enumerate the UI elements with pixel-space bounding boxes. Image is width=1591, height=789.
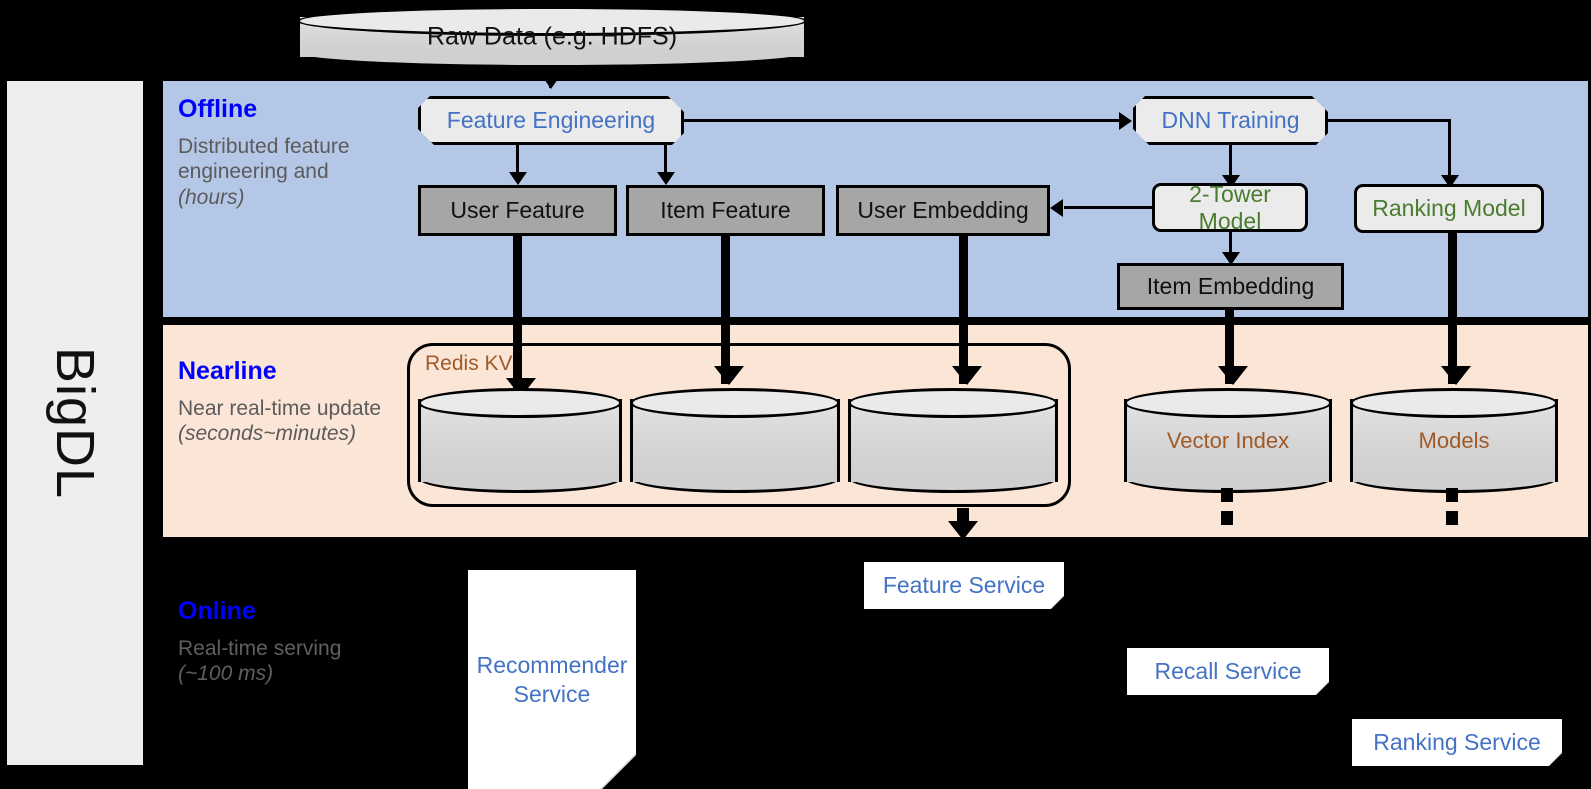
connector-dnn-ranking-h: [1328, 119, 1451, 122]
layer-title-offline: Offline: [178, 95, 258, 123]
arrowhead-fe-itemfeature: [657, 172, 675, 185]
node-recommender-service[interactable]: Recommender Service: [468, 570, 636, 789]
arrowhead-rankingmodel-models: [1441, 366, 1471, 385]
arrowhead-fe-userfeature: [509, 172, 527, 185]
node-label-ranking-service: Ranking Service: [1373, 729, 1541, 756]
node-user-embedding[interactable]: User Embedding: [836, 185, 1050, 236]
connector-dnn-twotower: [1229, 145, 1232, 183]
connector-dnn-ranking-v: [1448, 119, 1451, 183]
cylinder-top: [1350, 388, 1558, 418]
node-label-user-feature: User Feature: [450, 197, 585, 224]
layer-title-nearline: Nearline: [178, 357, 277, 385]
node-ranking-service[interactable]: Ranking Service: [1352, 719, 1562, 766]
cylinder-top: [418, 388, 622, 418]
node-ranking-model[interactable]: Ranking Model: [1354, 184, 1544, 233]
arrowhead-twotower-itemembedding: [1222, 252, 1240, 265]
vector-index-cylinder[interactable]: Vector Index: [1124, 388, 1332, 493]
bigdl-label: BigDL: [45, 346, 105, 500]
node-label-recommender-service: Recommender Service: [476, 651, 628, 707]
dash-models-ranking-2: [1446, 511, 1458, 525]
arrowhead-itemembedding-vectorindex: [1218, 366, 1248, 385]
layer-heading-nearline: Nearline Near real-time update (seconds~…: [178, 357, 393, 447]
models-cylinder[interactable]: Models: [1350, 388, 1558, 493]
connector-twotower-itemembedding: [1229, 232, 1232, 262]
models-label: Models: [1418, 427, 1490, 453]
node-item-embedding[interactable]: Item Embedding: [1117, 263, 1344, 310]
redis-kv-label: Redis KV: [425, 352, 513, 375]
dash-models-ranking-1: [1446, 488, 1458, 502]
node-two-tower-model[interactable]: 2-Tower Model: [1152, 181, 1308, 234]
store-item-feature-cylinder[interactable]: [630, 388, 840, 493]
pipe-userembedding-store: [959, 236, 968, 384]
dash-redis-featureservice-1: [957, 508, 969, 521]
arrowhead-fe-dnn: [1119, 112, 1132, 130]
store-user-embedding-cylinder[interactable]: [848, 388, 1058, 493]
node-label-feature-engineering: Feature Engineering: [446, 107, 656, 134]
raw-data-cylinder: Raw Data (e.g. HDFS): [297, 6, 807, 68]
redis-kv-container: [407, 343, 1071, 507]
node-feature-engineering[interactable]: Feature Engineering: [418, 96, 684, 145]
store-user-feature-cylinder[interactable]: [418, 388, 622, 493]
layer-title-online: Online: [178, 597, 256, 625]
node-label-item-embedding: Item Embedding: [1146, 273, 1315, 300]
layer-heading-online: Online Real-time serving (~100 ms): [178, 597, 393, 687]
cylinder-top: [1124, 388, 1332, 418]
node-label-user-embedding: User Embedding: [857, 197, 1029, 224]
node-label-ranking-model: Ranking Model: [1372, 195, 1526, 222]
layer-desc-online: Real-time serving (~100 ms): [178, 636, 342, 686]
arrowhead-userembedding-store: [952, 366, 982, 385]
layer-heading-offline: Offline Distributed feature engineering …: [178, 95, 393, 210]
node-feature-service[interactable]: Feature Service: [864, 562, 1064, 609]
node-item-feature[interactable]: Item Feature: [626, 185, 825, 236]
node-label-two-tower-model: 2-Tower Model: [1189, 181, 1271, 234]
connector-twotower-userembedding: [1064, 206, 1154, 209]
cylinder-top: [848, 388, 1058, 418]
pipe-itemfeature-store: [721, 236, 730, 384]
layer-desc-nearline: Near real-time update (seconds~minutes): [178, 396, 382, 446]
node-label-item-feature: Item Feature: [660, 197, 791, 224]
pipe-rankingmodel-models: [1448, 233, 1457, 384]
node-dnn-training[interactable]: DNN Training: [1133, 96, 1328, 145]
dash-vectorindex-recall-1: [1221, 488, 1233, 502]
connector-fe-dnn: [684, 119, 1120, 122]
pipe-itemembedding-vectorindex: [1225, 310, 1234, 384]
connector-fe-itemfeature: [664, 145, 667, 178]
arrowhead-rawdata-fe: [542, 76, 560, 89]
node-recall-service[interactable]: Recall Service: [1127, 648, 1329, 695]
cylinder-top: [297, 6, 807, 36]
arrowhead-redis-featureservice: [948, 521, 978, 540]
connector-fe-userfeature: [516, 145, 519, 178]
node-label-recall-service: Recall Service: [1154, 658, 1302, 685]
pipe-userfeature-store: [513, 236, 522, 396]
node-label-dnn-training: DNN Training: [1161, 107, 1300, 134]
raw-data-label: Raw Data (e.g. HDFS): [426, 22, 678, 51]
vector-index-label: Vector Index: [1166, 427, 1290, 453]
layer-desc-offline: Distributed feature engineering and (hou…: [178, 134, 350, 209]
bigdl-framework-rail: BigDL: [4, 78, 146, 768]
node-label-feature-service: Feature Service: [882, 572, 1046, 599]
dash-vectorindex-recall-2: [1221, 511, 1233, 525]
node-user-feature[interactable]: User Feature: [418, 185, 617, 236]
cylinder-top: [630, 388, 840, 418]
arrowhead-twotower-userembedding: [1050, 199, 1063, 217]
arrowhead-itemfeature-store: [714, 366, 744, 385]
